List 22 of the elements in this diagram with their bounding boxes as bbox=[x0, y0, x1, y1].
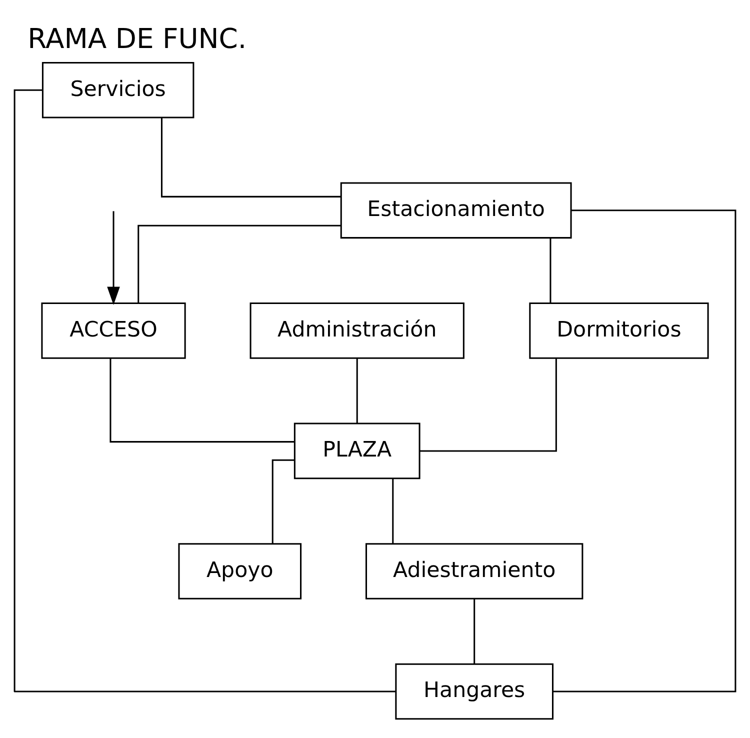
node-box: PLAZA bbox=[294, 422, 420, 479]
node-box: Hangares bbox=[395, 662, 554, 720]
connector bbox=[272, 458, 294, 544]
connector bbox=[474, 598, 476, 664]
connector bbox=[392, 478, 394, 543]
connector bbox=[356, 358, 358, 423]
connector bbox=[420, 358, 557, 452]
arrow bbox=[107, 210, 120, 305]
connector bbox=[110, 358, 294, 442]
node-box: Dormitorios bbox=[529, 302, 709, 358]
connector bbox=[14, 88, 396, 692]
node-box: Adiestramiento bbox=[365, 542, 584, 599]
node-box: Apoyo bbox=[178, 542, 302, 599]
node-box: ACCESO bbox=[41, 302, 186, 358]
node-box: Administración bbox=[250, 302, 464, 358]
diagram-title: RAMA DE FUNC. bbox=[28, 24, 247, 55]
connector bbox=[138, 224, 341, 303]
connector bbox=[550, 238, 552, 302]
node-box: Estacionamiento bbox=[340, 182, 572, 238]
connector bbox=[160, 117, 341, 197]
node-box: Servicios bbox=[42, 61, 194, 118]
connector bbox=[553, 209, 736, 692]
